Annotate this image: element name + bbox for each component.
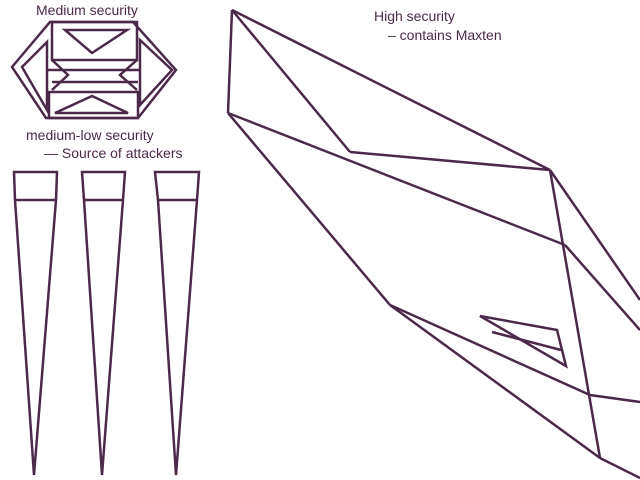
medium-low-security-label: medium-low security xyxy=(26,127,154,143)
medium-security-label: Medium security xyxy=(36,2,138,18)
medium-low-security-sublabel: — Source of attackers xyxy=(44,145,183,161)
high-security-label: High security xyxy=(374,8,455,24)
attacker-spike-1 xyxy=(12,170,59,476)
high-security-sublabel: – contains Maxten xyxy=(388,27,502,43)
medium-security-zone xyxy=(10,20,178,120)
medium-low-security-zones xyxy=(12,170,201,476)
high-security-zone xyxy=(226,8,640,480)
